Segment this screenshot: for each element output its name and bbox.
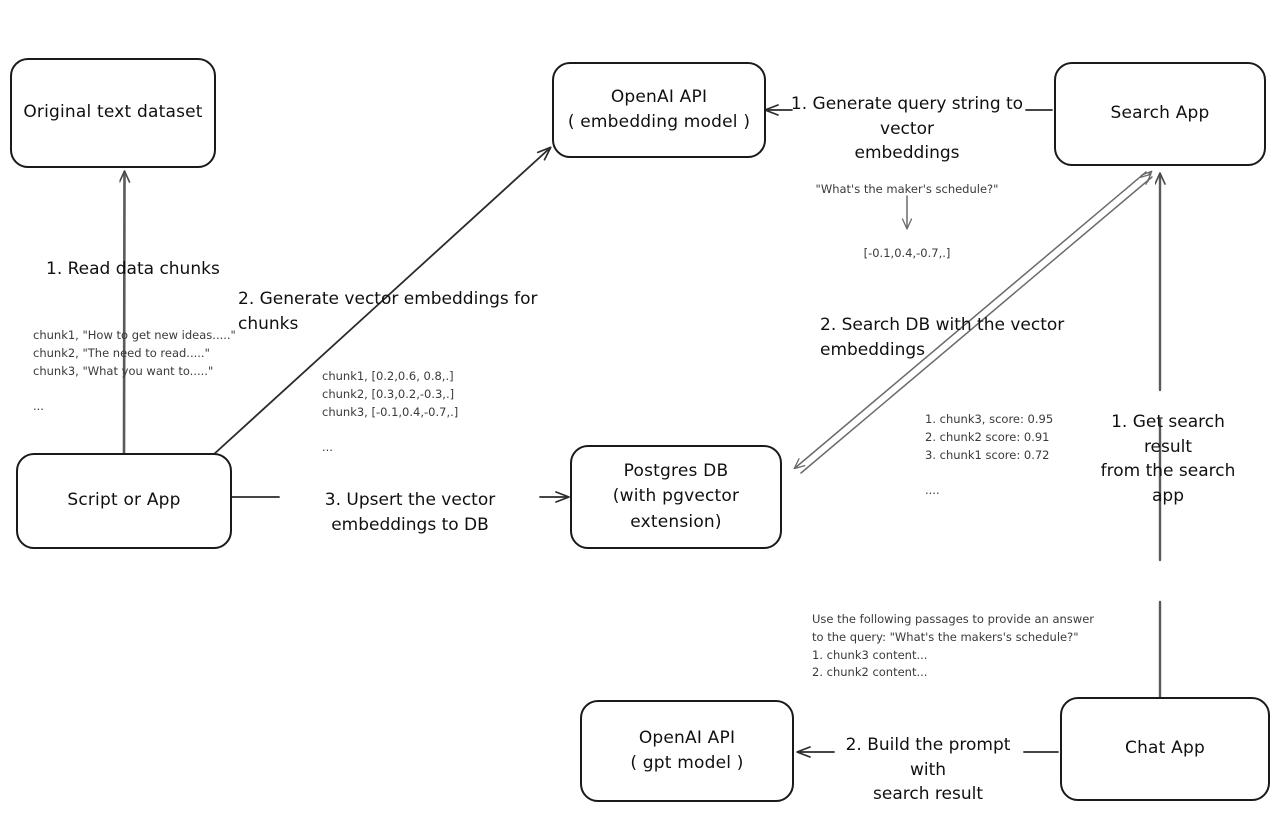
note-chunk-embeddings: chunk1, [0.2,0.6, 0.8,.] chunk2, [0.3,0.… (322, 369, 459, 455)
edge-label-generate-query-embeddings: 1. Generate query string to vector embed… (790, 94, 1024, 164)
node-postgres-db-subtitle: (with pgvector extension) (612, 486, 740, 532)
edge-label-build-prompt: 2. Build the prompt with search result (845, 735, 1011, 805)
node-chat-app[interactable]: Chat App (1060, 697, 1270, 801)
node-openai-gpt-model[interactable]: OpenAI API ( gpt model ) (580, 700, 794, 802)
node-original-text-dataset[interactable]: Original text dataset (10, 58, 216, 168)
node-openai-embedding-model[interactable]: OpenAI API ( embedding model ) (552, 62, 766, 158)
edge-label-generate-vector-embeddings: 2. Generate vector embeddings for chunks (238, 289, 538, 334)
node-openai-embedding-model-subtitle: ( embedding model ) (567, 112, 751, 132)
node-script-or-app[interactable]: Script or App (16, 453, 232, 549)
node-search-app[interactable]: Search App (1054, 62, 1266, 166)
node-openai-embedding-model-title: OpenAI API (610, 86, 708, 107)
node-openai-gpt-model-title: OpenAI API (638, 727, 736, 748)
node-postgres-db-title: Postgres DB (623, 460, 729, 481)
node-chat-app-label: Chat App (1125, 738, 1205, 759)
node-search-app-label: Search App (1110, 103, 1210, 124)
edge-label-get-search-result: 1. Get search result from the search app (1100, 412, 1236, 506)
node-openai-gpt-model-subtitle: ( gpt model ) (630, 753, 744, 773)
node-original-text-dataset-label: Original text dataset (23, 102, 203, 123)
edge-label-search-db: 2. Search DB with the vector embeddings (820, 315, 1065, 360)
note-prompt-text: Use the following passages to provide an… (812, 612, 1094, 680)
edge-label-read-data-chunks: 1. Read data chunks (46, 259, 220, 279)
note-raw-chunks: chunk1, "How to get new ideas....." chun… (33, 328, 236, 414)
node-postgres-db[interactable]: Postgres DB (with pgvector extension) (570, 445, 782, 549)
note-query-string: "What's the maker's schedule?" (815, 182, 999, 196)
node-script-or-app-label: Script or App (67, 490, 181, 511)
note-query-embedding: [-0.1,0.4,-0.7,.] (863, 246, 951, 260)
edge-label-upsert-to-db: 3. Upsert the vector embeddings to DB (324, 490, 496, 535)
note-search-results: 1. chunk3, score: 0.95 2. chunk2 score: … (925, 412, 1054, 498)
